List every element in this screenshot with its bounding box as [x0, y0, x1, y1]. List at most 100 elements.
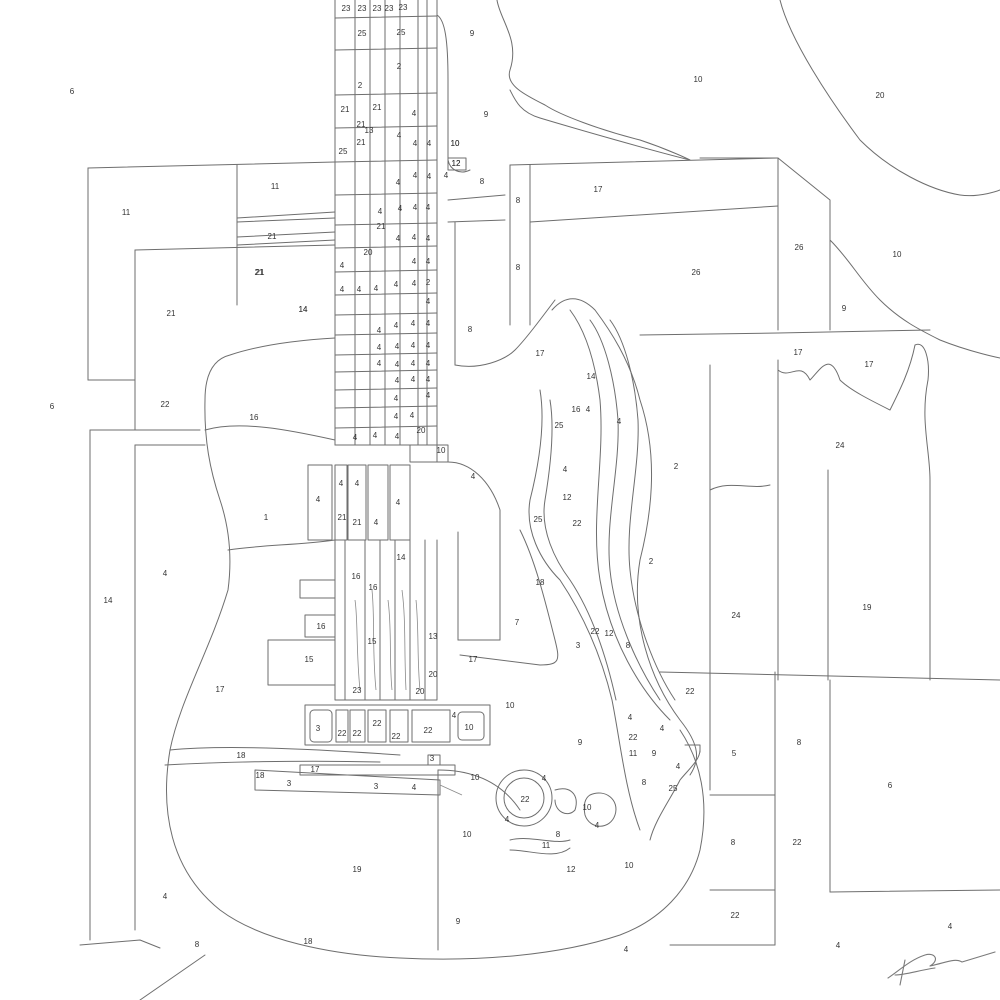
region-label-r-edge-2a: 2 — [674, 462, 679, 471]
region-label-r-bg-left-top: 6 — [70, 87, 75, 96]
region-label-r-pickup-16b: 16 — [369, 583, 378, 592]
region-label-r-knob-10: 10 — [583, 803, 592, 812]
region-label-r-panel-11a: 11 — [122, 208, 131, 217]
region-label-r-bridge-3: 3 — [316, 724, 321, 733]
region-label-r-edge-8: 8 — [626, 641, 631, 650]
region-label-r-sky-20: 20 — [876, 91, 885, 100]
region-label-r-body-1: 1 — [264, 513, 269, 522]
region-label-r-neck-4-05: 4 — [413, 171, 418, 180]
region-label-r-neck-4-06: 4 — [427, 172, 432, 181]
region-label-r-neck-10: 10 — [437, 446, 446, 455]
region-label-r-bridge-10: 10 — [465, 723, 474, 732]
region-label-r-neck-4-28: 4 — [426, 319, 431, 328]
region-label-r-neck-4-18: 4 — [426, 257, 431, 266]
region-label-r-body-4-center: 4 — [471, 472, 476, 481]
region-label-r-tail-17: 17 — [311, 765, 320, 774]
region-label-r-bridge-22a: 22 — [338, 729, 347, 738]
region-label-r-neck-4-25: 4 — [377, 326, 382, 335]
pickups — [267, 464, 438, 701]
region-label-r-pickup-16c: 16 — [317, 622, 326, 631]
region-label-r-neck-4-11: 4 — [413, 203, 418, 212]
region-label-r-neck-4-16: 4 — [340, 261, 345, 270]
region-label-r-tail-18: 18 — [256, 771, 265, 780]
region-label-r-neck-4-08: 4 — [396, 178, 401, 187]
region-label-r-neck-20b: 20 — [417, 426, 426, 435]
region-label-r-bridge-22e: 22 — [424, 726, 433, 735]
region-label-r-neck-4-38: 4 — [411, 375, 416, 384]
region-label-r-panel-22-bottom2: 22 — [731, 911, 740, 920]
region-label-r-neck-4-33: 4 — [377, 359, 382, 368]
region-label-r-neck-4-03: 4 — [413, 139, 418, 148]
region-label-r-panel-8-bottom: 8 — [731, 838, 736, 847]
region-label-r-body-17-small: 17 — [469, 655, 478, 664]
region-label-r-neck-4-23: 4 — [412, 279, 417, 288]
region-label-r-neck-21b: 21 — [357, 120, 366, 129]
region-label-r-pickup-21b: 21 — [353, 518, 362, 527]
region-label-r-water-9a: 9 — [470, 29, 475, 38]
region-label-r-knob-8: 8 — [556, 830, 561, 839]
region-label-r-neck-4-09: 4 — [378, 207, 383, 216]
region-labels: 6669910201011112121212214172626917172419… — [50, 3, 953, 954]
region-label-r-pickup-20: 20 — [429, 670, 438, 679]
region-label-r-edge-9: 9 — [652, 749, 657, 758]
region-label-r-body-17-mid: 17 — [536, 349, 545, 358]
region-label-r-pickup-16: 16 — [352, 572, 361, 581]
region-label-r-edge-12b: 12 — [605, 629, 614, 638]
region-label-r-floor-4a: 4 — [624, 945, 629, 954]
region-label-r-neck-4-21: 4 — [374, 284, 379, 293]
region-label-r-pickup-4a: 4 — [339, 479, 344, 488]
region-label-r-neck-4-15: 4 — [426, 234, 431, 243]
region-label-r-body-12: 12 — [567, 865, 576, 874]
region-label-r-pickup-13: 13 — [429, 632, 438, 641]
region-label-r-neck-2a: 2 — [397, 62, 402, 71]
region-label-r-neck-4-37: 4 — [395, 376, 400, 385]
region-label-r-panel-24-top: 24 — [836, 441, 845, 450]
region-label-r-panel-14-left: 14 — [299, 305, 308, 314]
region-label-r-neck-4-07: 4 — [444, 171, 449, 180]
region-label-r-knob-4b: 4 — [505, 815, 510, 824]
region-label-r-panel-22-bottom: 22 — [793, 838, 802, 847]
bridge — [254, 704, 491, 796]
region-label-r-neck-4-12: 4 — [426, 203, 431, 212]
region-label-r-tail-3a: 3 — [287, 779, 292, 788]
region-label-r-neck-4-43: 4 — [410, 411, 415, 420]
region-label-r-neck-4-41: 4 — [426, 391, 431, 400]
region-label-r-neck-23d: 23 — [385, 4, 394, 13]
region-label-r-panel-22: 22 — [161, 400, 170, 409]
region-label-r-pickup-4b: 4 — [355, 479, 360, 488]
region-label-r-neck-4-45: 4 — [373, 431, 378, 440]
region-label-r-neck-4-04: 4 — [427, 139, 432, 148]
region-label-r-strip-8a: 8 — [480, 177, 485, 186]
region-label-r-neck-2c: 2 — [426, 278, 431, 287]
region-label-r-tail-3c: 3 — [430, 754, 435, 763]
region-label-r-neck-23a: 23 — [342, 4, 351, 13]
region-label-r-neck-4-14: 4 — [412, 233, 417, 242]
signature — [887, 951, 996, 986]
region-label-r-body-10c: 10 — [463, 830, 472, 839]
region-label-r-tail-4: 4 — [412, 783, 417, 792]
region-label-r-body-17-lower: 17 — [216, 685, 225, 694]
region-label-r-neck-4-02: 4 — [397, 131, 402, 140]
background-outlines — [79, 0, 1000, 1000]
region-label-r-strip-12: 12 — [452, 159, 461, 168]
region-label-r-pickup-4e: 4 — [374, 518, 379, 527]
region-label-r-neck-4-29: 4 — [377, 343, 382, 352]
region-label-r-panel-19-right: 19 — [863, 603, 872, 612]
region-label-r-neck-4-20: 4 — [357, 285, 362, 294]
region-label-r-panel-24-mid: 24 — [732, 611, 741, 620]
region-label-r-body-10b: 10 — [471, 773, 480, 782]
region-label-r-edge-16: 16 — [572, 405, 581, 414]
region-label-r-pickup-15b: 15 — [368, 637, 377, 646]
region-label-r-panel-21c: 21 — [167, 309, 176, 318]
region-label-r-body-9: 9 — [578, 738, 583, 747]
region-label-r-neck-21a: 21 — [341, 105, 350, 114]
region-label-r-body-9b: 9 — [456, 917, 461, 926]
region-label-r-edge-2b: 2 — [649, 557, 654, 566]
region-label-r-edge-14: 14 — [587, 372, 596, 381]
region-label-r-body-3: 3 — [576, 641, 581, 650]
region-label-r-neck-4-36: 4 — [426, 359, 431, 368]
region-label-r-edge-4c: 4 — [563, 465, 568, 474]
region-label-r-strip-8b: 8 — [516, 196, 521, 205]
region-label-r-neck-10b: 10 — [451, 139, 460, 148]
region-label-r-neck-20: 20 — [364, 248, 373, 257]
